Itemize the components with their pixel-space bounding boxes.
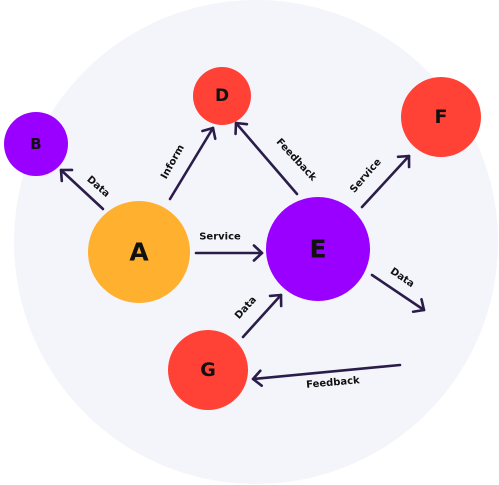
edge-line (168, 126, 215, 201)
node-g: G (168, 330, 248, 410)
node-label: F (435, 106, 448, 128)
edge-line (370, 273, 426, 312)
node-circle (193, 67, 251, 125)
arrowhead-icon (268, 293, 283, 308)
arrowhead-icon (396, 154, 411, 169)
edge-label: Feedback (306, 375, 361, 391)
node-f: F (401, 77, 481, 157)
arrowhead-icon (234, 121, 249, 136)
background-circle (14, 0, 498, 484)
node-b: B (4, 112, 68, 176)
arrowhead-icon (252, 244, 264, 262)
node-circle (88, 201, 190, 303)
edge-line (360, 154, 411, 209)
node-d: D (193, 67, 251, 125)
edge-line (234, 121, 299, 196)
node-label: B (30, 135, 41, 153)
edge-a-e: Service (194, 232, 264, 262)
edge-line (241, 293, 283, 339)
node-label: A (129, 238, 149, 267)
arrowhead-icon (251, 369, 264, 388)
edge-label: Service (199, 232, 241, 243)
arrowhead-icon (59, 168, 74, 183)
node-circle (266, 197, 370, 301)
edge-line (59, 168, 105, 211)
node-circle (168, 330, 248, 410)
nodes: A B D E F G (4, 67, 481, 410)
arrowhead-icon (201, 126, 217, 141)
node-label: E (309, 235, 326, 264)
node-a: A (88, 201, 190, 303)
node-circle (401, 77, 481, 157)
node-label: G (200, 359, 216, 381)
node-label: D (215, 86, 229, 106)
node-e: E (266, 197, 370, 301)
node-circle (4, 112, 68, 176)
edge-line (251, 363, 402, 381)
arrowhead-icon (411, 297, 426, 314)
edge-in-g: Feedback (251, 363, 402, 391)
